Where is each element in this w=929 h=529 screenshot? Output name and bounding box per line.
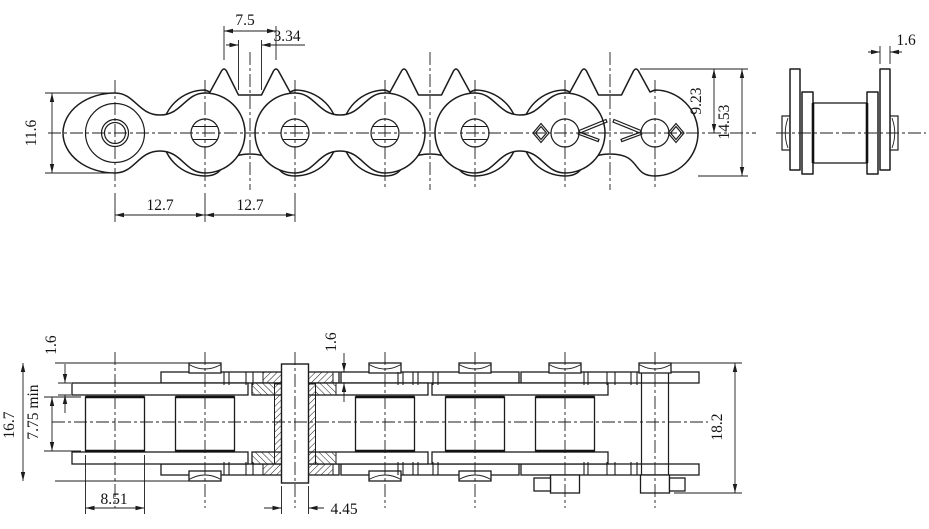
- plan-view-section: [251, 363, 337, 484]
- dim-tooth-plate-height: 14.53: [716, 104, 733, 139]
- plan-view-plate-edge-ticks: [223, 372, 638, 475]
- dim-end-plate-thickness: 1.6: [896, 32, 916, 49]
- end-view-dimensions: 1.6: [868, 32, 916, 64]
- dim-pin-length: 16.7: [1, 411, 18, 438]
- dim-tooth-flat: 3.34: [273, 28, 300, 45]
- end-view: 1.6: [776, 32, 926, 175]
- side-view-cotter-pins: [532, 118, 685, 144]
- plan-view-rollers: [84, 395, 596, 453]
- plan-view-end-pin: [640, 373, 670, 475]
- dim-inner-width: 7.75 min: [25, 384, 42, 439]
- dim-outer-plate-thickness: 1.6: [323, 332, 340, 352]
- dim-pitch-left: 12.7: [146, 197, 173, 214]
- dim-bush-width: 4.45: [330, 501, 357, 518]
- dim-inner-plate-thickness: 1.6: [43, 335, 60, 355]
- plan-view-dimensions: 16.7 7.75 min 1.6 1.6 8.51 4.45 18.2: [1, 332, 742, 518]
- plan-view: 16.7 7.75 min 1.6 1.6 8.51 4.45 18.2: [1, 332, 742, 518]
- dim-pitch-right: 12.7: [236, 197, 263, 214]
- dim-pin-length-overall: 18.2: [709, 413, 726, 440]
- plan-view-cotter-pins: [533, 474, 686, 494]
- side-view: 7.5 3.34 11.6 12.7 12.7 9.23 14.53: [23, 12, 756, 222]
- end-view-link: [781, 68, 899, 175]
- dim-roller-width: 8.51: [100, 491, 127, 508]
- plan-view-inner-plate-bands: [71, 382, 609, 465]
- dim-tooth-spacing: 7.5: [235, 12, 255, 29]
- plan-view-outer-plate-bands: [160, 371, 700, 476]
- dim-center-to-tooth-tip: 9.23: [688, 87, 705, 114]
- plan-view-centerlines: [52, 352, 708, 508]
- dim-plate-height: 11.6: [23, 119, 40, 146]
- side-view-dimensions: 7.5 3.34 11.6 12.7 12.7 9.23 14.53: [23, 12, 748, 222]
